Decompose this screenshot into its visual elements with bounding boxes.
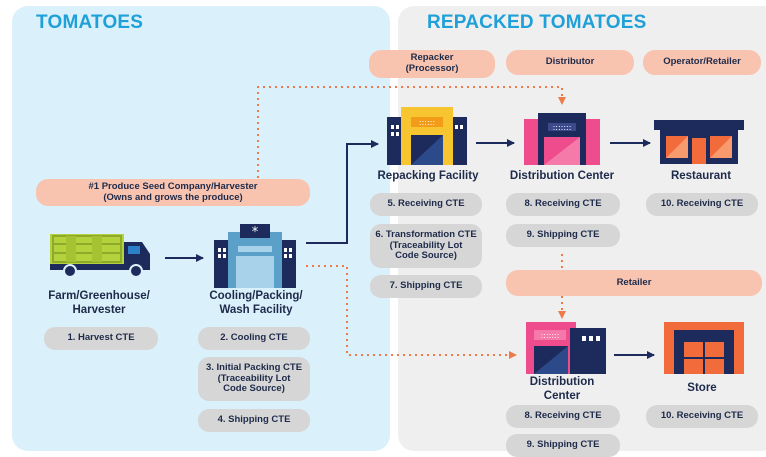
- svg-text::::::::: :::::::: [541, 331, 560, 340]
- cte-receiving-repacking: 5. Receiving CTE: [370, 193, 482, 216]
- node-label-restaurant: Restaurant: [670, 170, 732, 182]
- restaurant-icon: [654, 120, 744, 164]
- store-icon: [664, 322, 744, 374]
- farm-truck-icon: [50, 232, 160, 278]
- svg-text:*: *: [252, 225, 259, 240]
- role-pill-retailer: Retailer: [506, 270, 762, 296]
- node-label-dc-top: Distribution Center: [509, 170, 615, 182]
- cte-receiving-store: 10. Receiving CTE: [646, 405, 758, 428]
- cte-receiving-dc-top: 8. Receiving CTE: [506, 193, 620, 216]
- distribution-center-icon: :::::::: [524, 113, 600, 165]
- node-label-farm: Farm/Greenhouse/ Harvester: [48, 290, 150, 316]
- cte-shipping-cooling: 4. Shipping CTE: [198, 409, 310, 432]
- role-pill-distributor: Distributor: [506, 50, 634, 75]
- dotted-route-cooling-to-dc-bottom: [306, 265, 517, 359]
- cte-initial-packing: 3. Initial Packing CTE (Traceability Lot…: [198, 357, 310, 401]
- cte-cooling: 2. Cooling CTE: [198, 327, 310, 350]
- cte-shipping-dc-bottom: 9. Shipping CTE: [506, 434, 620, 457]
- node-label-dc-bottom: Distribution Center: [529, 376, 595, 402]
- svg-text::::::::: :::::::: [553, 123, 572, 132]
- arrow-cooling-to-repacking: [306, 140, 379, 244]
- cte-receiving-restaurant: 10. Receiving CTE: [646, 193, 758, 216]
- distribution-center-icon: :::::::: [526, 322, 606, 374]
- repacking-facility-icon: ::::::: [387, 107, 467, 165]
- tomatoes-title: TOMATOES: [36, 12, 144, 33]
- role-pill-operator-retailer: Operator/Retailer: [643, 50, 761, 75]
- node-label-repacking: Repacking Facility: [377, 170, 479, 182]
- dotted-route-harvester-to-dc: [257, 86, 566, 178]
- cte-harvest: 1. Harvest CTE: [44, 327, 158, 350]
- svg-text:::::::: ::::::: [419, 118, 435, 127]
- node-label-cooling: Cooling/Packing/ Wash Facility: [209, 290, 303, 316]
- node-label-store: Store: [687, 382, 717, 394]
- role-pill-harvester: #1 Produce Seed Company/Harvester (Owns …: [36, 179, 310, 206]
- cte-shipping-repacking: 7. Shipping CTE: [370, 275, 482, 298]
- cte-receiving-dc-bottom: 8. Receiving CTE: [506, 405, 620, 428]
- cte-shipping-dc-top: 9. Shipping CTE: [506, 224, 620, 247]
- cooling-facility-icon: *: [214, 224, 296, 288]
- cte-transformation: 6. Transformation CTE (Traceability Lot …: [370, 224, 482, 268]
- repacked-tomatoes-title: REPACKED TOMATOES: [427, 12, 647, 33]
- role-pill-repacker: Repacker (Processor): [369, 50, 495, 78]
